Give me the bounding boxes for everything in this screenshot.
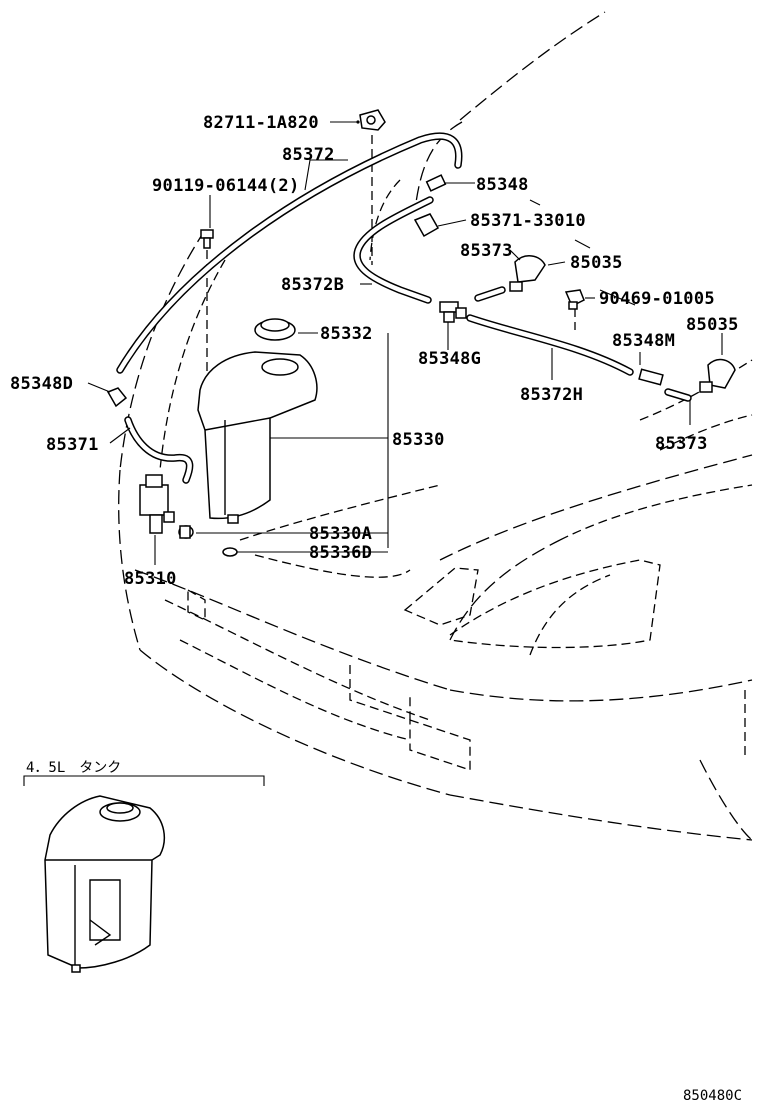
label-85332: 85332: [320, 324, 373, 344]
part-cap-85332: [254, 318, 296, 341]
label-85330: 85330: [392, 430, 445, 450]
label-85348D: 85348D: [10, 374, 73, 394]
part-nozzle-85035-right: [699, 358, 736, 393]
label-85035-top: 85035: [570, 253, 623, 273]
label-82711-1A820: 82711-1A820: [203, 113, 319, 133]
label-85336D: 85336D: [309, 543, 372, 563]
label-85035-right: 85035: [686, 315, 739, 335]
part-connector-85348: [425, 174, 447, 192]
part-tee-85348G: [439, 301, 467, 323]
label-90119-06144: 90119-06144(2): [152, 176, 300, 196]
part-grommet-85330A: [178, 525, 194, 539]
part-joint-85348M: [638, 368, 664, 386]
label-85348G: 85348G: [418, 349, 481, 369]
label-85372B: 85372B: [281, 275, 344, 295]
label-85348: 85348: [476, 175, 529, 195]
label-85330A: 85330A: [309, 524, 372, 544]
inset-title: 4．5L タンク: [26, 760, 121, 776]
label-90469-01005: 90469-01005: [599, 289, 715, 309]
inset-tank-4-5l: 4．5L タンク: [23, 760, 265, 973]
part-nozzle-85035-top: [509, 255, 546, 292]
label-85373-top: 85373: [460, 241, 513, 261]
part-bolt-90119: [200, 229, 214, 249]
part-pump-85310: [139, 474, 175, 534]
diagram-code: 850480C: [683, 1088, 742, 1104]
part-tank-85330: [197, 351, 318, 524]
label-85372H: 85372H: [520, 385, 583, 405]
part-clip-82711: [359, 109, 386, 131]
part-seal-85336D: [222, 547, 238, 557]
part-check-valve-90469: [564, 289, 585, 310]
part-clamp-85371-33010: [413, 213, 440, 238]
part-labels: 82711-1A820 85372 90119-06144(2) 85348 8…: [10, 113, 739, 589]
leader-lines: [87, 120, 723, 565]
label-85348M: 85348M: [612, 331, 675, 351]
label-85371-33010: 85371-33010: [470, 211, 586, 231]
part-joint-85348D: [106, 387, 128, 408]
inset-tank-drawing: [44, 795, 166, 973]
label-85373-bottom: 85373: [655, 434, 708, 454]
washer-hoses: [116, 132, 692, 484]
label-85310: 85310: [124, 569, 177, 589]
label-85372: 85372: [282, 145, 335, 165]
vehicle-body-outline: [118, 11, 753, 841]
label-85371: 85371: [46, 435, 99, 455]
